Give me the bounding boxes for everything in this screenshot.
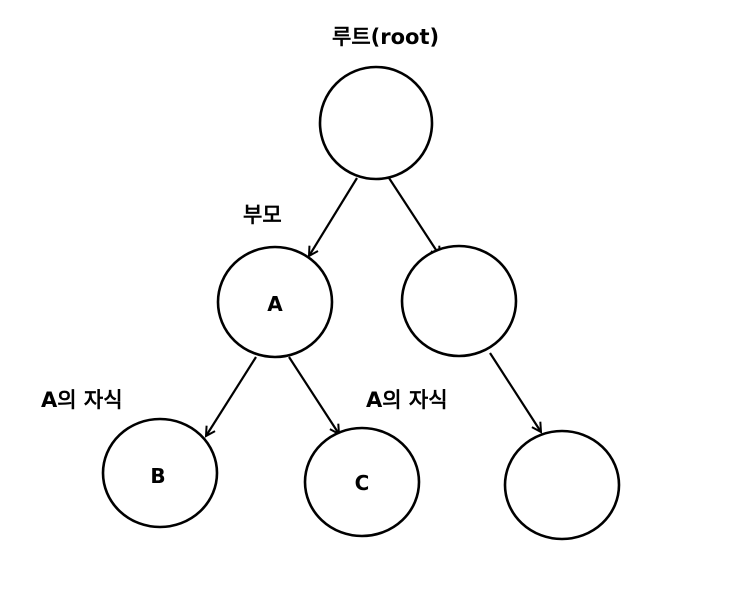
node-a-label: A — [267, 292, 283, 316]
node-a: A — [216, 245, 334, 359]
node-c: C — [303, 426, 421, 538]
annotation-child-left: A의 자식 — [41, 388, 123, 412]
node-b-label: B — [150, 464, 165, 488]
edge-root-to-right — [388, 177, 440, 256]
annotation-child-right: A의 자식 — [366, 388, 448, 412]
annotation-parent: 부모 — [243, 203, 282, 227]
node-right — [400, 244, 518, 358]
edge-right-to-child — [489, 352, 541, 432]
node-b: B — [101, 417, 219, 529]
edge-a-to-b — [206, 356, 257, 436]
edge-root-to-a — [309, 177, 358, 256]
node-root — [318, 65, 434, 181]
edge-a-to-c — [288, 356, 339, 434]
node-c-label: C — [355, 471, 370, 495]
annotation-root: 루트(root) — [332, 25, 439, 49]
node-right-child — [503, 429, 621, 541]
